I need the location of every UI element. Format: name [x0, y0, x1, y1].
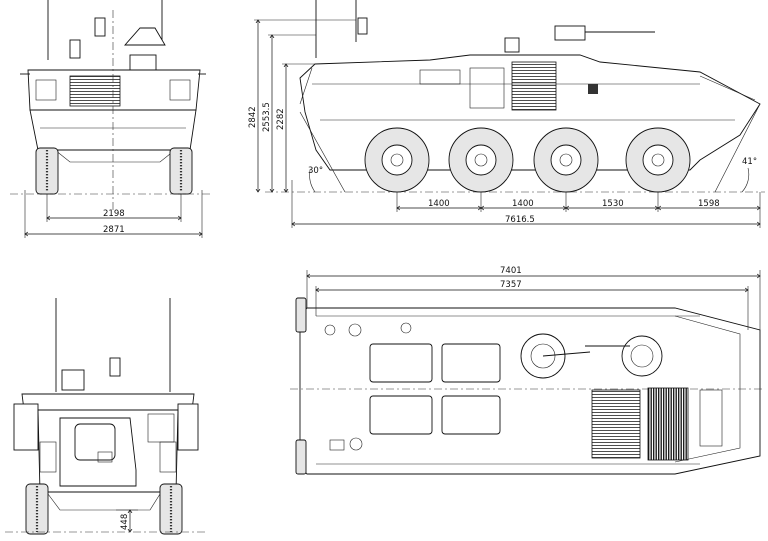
top-driver-hatch: [621, 335, 663, 377]
side-wheel-2: [448, 127, 514, 193]
height-hull-label: 2553.5: [262, 102, 272, 132]
top-roof-hatch-1: [369, 343, 433, 383]
approach-angle-label: 30°: [308, 166, 323, 176]
top-length-inner-label: 7357: [500, 280, 522, 290]
front-grille: [69, 75, 121, 107]
rear-upper-hull: [21, 393, 195, 411]
rear-sight: [61, 369, 85, 391]
top-roof-hatch-4: [441, 395, 501, 435]
ground-clearance-label: 448: [120, 514, 130, 530]
side-view: 30° 41° 2842 2553.5 2282 1400 1400 1530 …: [248, 0, 765, 228]
rear-view: 448: [5, 298, 205, 535]
top-length-outer-label: 7401: [500, 266, 522, 276]
axle-spacing-1-label: 1400: [428, 199, 450, 209]
rear-periscope: [109, 357, 121, 377]
front-view: 2198 2871: [10, 0, 210, 238]
side-marker-plate: [588, 84, 598, 94]
front-light-right: [169, 79, 191, 101]
top-engine-grille: [591, 389, 641, 459]
side-periscope: [357, 17, 368, 35]
top-radiator-mesh: [647, 387, 689, 461]
front-track-width-label: 2198: [103, 209, 125, 219]
side-wheel-3: [533, 127, 599, 193]
side-weapon-station: [554, 25, 586, 41]
rear-overhang-label: 1598: [698, 199, 720, 209]
rear-door-handle: [97, 451, 113, 463]
height-roof-label: 2282: [276, 108, 286, 130]
rear-wheel-left: [25, 483, 49, 535]
axle-spacing-2-label: 1400: [512, 199, 534, 209]
side-storage-box: [419, 69, 461, 85]
axle-spacing-3-label: 1530: [602, 199, 624, 209]
top-wheel-fl: [295, 297, 307, 333]
top-hull: [299, 307, 761, 475]
front-periscope: [94, 17, 106, 37]
top-roof-hatch-3: [369, 395, 433, 435]
rear-light-left: [39, 441, 57, 473]
front-sight: [69, 39, 81, 59]
rear-wheel-right: [159, 483, 183, 535]
departure-angle-label: 41°: [742, 157, 757, 167]
height-total-label: 2842: [248, 106, 258, 128]
rear-side-box-right: [177, 403, 199, 451]
side-wheel-1: [364, 127, 430, 193]
top-wheel-fr: [295, 439, 307, 475]
side-engine-grille: [511, 61, 557, 111]
top-side-box: [699, 389, 723, 447]
front-light-left: [35, 79, 57, 101]
front-overall-width-label: 2871: [103, 225, 125, 235]
front-weapon-station: [124, 27, 166, 46]
top-view: 7401 7357: [290, 266, 765, 475]
rear-side-box-left: [13, 403, 39, 451]
rear-door-hatch: [74, 423, 116, 461]
side-hatch: [504, 37, 520, 53]
overall-length-label: 7616.5: [505, 215, 535, 225]
rear-light-right: [159, 441, 177, 473]
side-door-panel: [469, 67, 505, 109]
side-wheel-4: [625, 127, 691, 193]
top-roof-hatch-2: [441, 343, 501, 383]
